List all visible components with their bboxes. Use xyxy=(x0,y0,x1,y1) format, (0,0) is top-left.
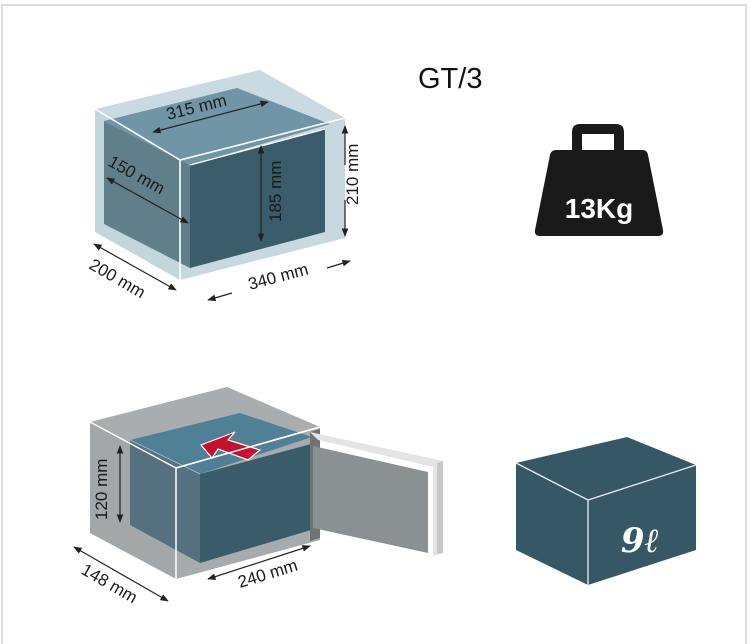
model-title: GT/3 xyxy=(418,63,482,95)
shelf-width-label: 240 mm xyxy=(236,556,300,592)
shelf-height-label: 120 mm xyxy=(92,459,111,520)
inner-front-face xyxy=(190,129,325,268)
external-depth-label: 200 mm xyxy=(86,255,149,302)
cavity-side-face xyxy=(130,440,200,563)
internal-height-label: 185 mm xyxy=(266,161,285,222)
cavity-front-face xyxy=(200,444,311,563)
safe-interior-diagram: 120 mm 148 mm 240 mm xyxy=(73,387,443,607)
volume-label: 9ℓ xyxy=(621,521,659,561)
safe-dimensions-diagram: 315 mm 150 mm 185 mm 210 mm 200 mm 340 m… xyxy=(86,70,362,302)
weight-label: 13Kg xyxy=(565,193,633,224)
external-width-label: 340 mm xyxy=(246,260,310,294)
product-diagram: GT/3 315 mm 150 mm 185 mm 210 mm 200 mm xyxy=(73,63,697,607)
external-height-label: 210 mm xyxy=(343,144,362,205)
insert-direction-arrow-icon xyxy=(199,431,262,461)
door-face xyxy=(313,446,428,553)
page-frame xyxy=(1,4,747,644)
weight-icon: 13Kg xyxy=(534,124,664,236)
volume-box-icon: 9ℓ xyxy=(515,437,697,585)
